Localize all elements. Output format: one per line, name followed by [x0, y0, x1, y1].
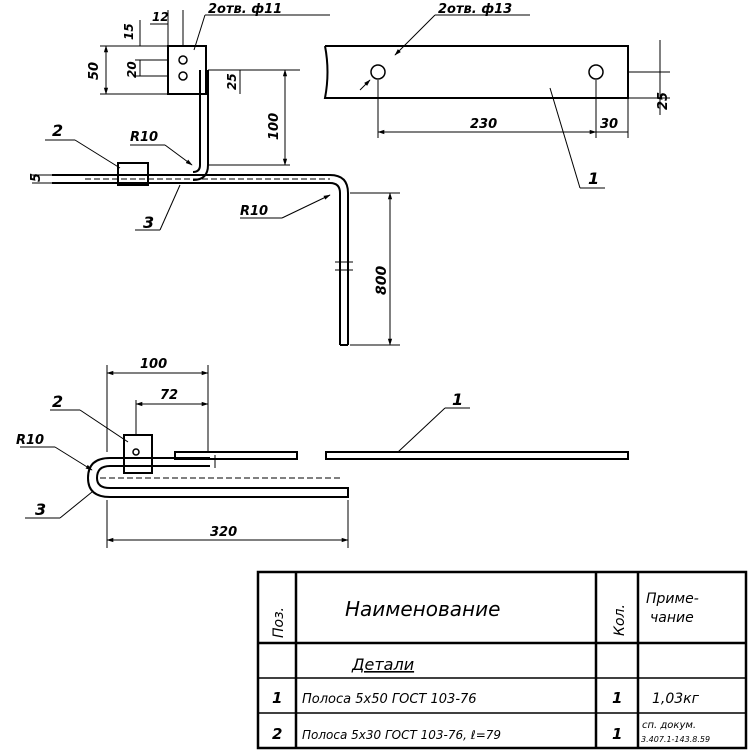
strip-hole-left [370, 64, 386, 80]
strip-hole-right [588, 64, 604, 80]
radius-upper: R10 [130, 130, 158, 145]
dim-25-small: 25 [225, 73, 239, 90]
bottom-pos-1: 1 [452, 390, 463, 409]
bottom-strip-1 [325, 451, 629, 460]
row-2-qty: 1 [612, 725, 622, 743]
dim-25-right: 25 [656, 92, 671, 110]
section-title: Детали [351, 655, 414, 674]
dim-230: 230 [470, 117, 497, 132]
dim-5: 5 [29, 173, 44, 182]
pos-1-label: 1 [588, 169, 599, 188]
row-1-name: Полоса 5x50 ГОСТ 103-76 [302, 692, 477, 707]
radius-lower: R10 [240, 204, 268, 219]
bottom-dim-320: 320 [210, 525, 237, 540]
bottom-bracket-plate [123, 434, 153, 474]
dim-20: 20 [125, 61, 139, 78]
row-1-note: 1,03кг [652, 691, 700, 707]
hole-lower [178, 71, 188, 81]
dim-30: 30 [600, 117, 618, 132]
hole-callout-left: 2отв. ф11 [208, 2, 282, 17]
dim-800: 800 [374, 266, 390, 295]
row-2-name: Полоса 5x30 ГОСТ 103-76, ℓ=79 [302, 728, 501, 742]
dim-50: 50 [87, 62, 102, 80]
header-note-2: чание [650, 610, 694, 626]
dim-15: 15 [122, 23, 136, 40]
row-1-pos: 1 [272, 689, 282, 707]
hole-upper [178, 55, 188, 65]
row-1-qty: 1 [612, 689, 622, 707]
bottom-pos-3: 3 [35, 500, 46, 519]
pos-2-label: 2 [52, 121, 63, 140]
pos-3-label: 3 [143, 213, 154, 232]
header-qty: Кол. [612, 604, 628, 636]
header-note-1: Приме- [646, 591, 699, 607]
top-view: 2отв. ф11 2отв. ф13 12 15 50 20 25 100 2… [29, 2, 671, 346]
spec-table: Поз. Наименование Кол. Приме- чание Дета… [256, 570, 748, 750]
dim-100-top: 100 [267, 113, 282, 140]
bottom-dim-100: 100 [140, 357, 167, 372]
bracket-plate [167, 45, 207, 95]
dim-12: 12 [152, 10, 169, 24]
bottom-dim-72: 72 [160, 388, 178, 403]
bottom-view: 100 72 320 R10 1 2 3 [16, 357, 629, 548]
bottom-radius: R10 [16, 433, 44, 448]
row-2-note-1: сп. докум. [642, 720, 696, 731]
row-2-note-2: 3.407.1-143.8.59 [641, 735, 710, 744]
bottom-pos-2: 2 [52, 392, 63, 411]
header-pos: Поз. [271, 607, 287, 638]
hole-callout-right: 2отв. ф13 [438, 2, 512, 17]
header-name: Наименование [345, 597, 500, 621]
row-2-pos: 2 [272, 725, 282, 743]
bracket-nut [117, 162, 149, 186]
